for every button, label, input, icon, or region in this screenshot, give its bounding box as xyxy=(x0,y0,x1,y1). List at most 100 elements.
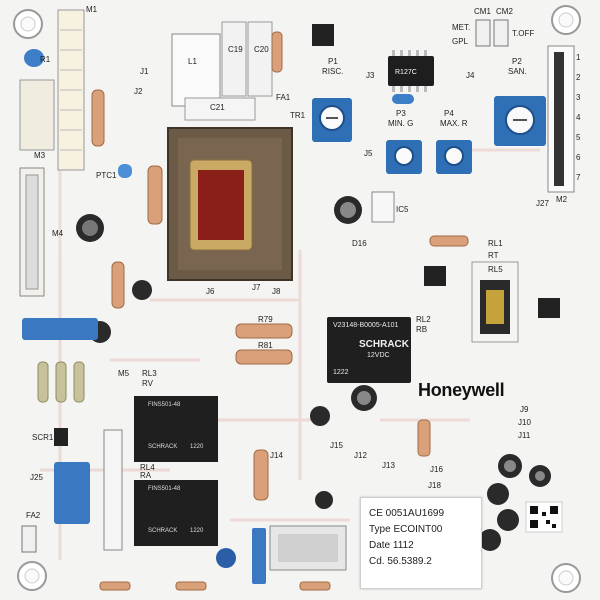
scr1-component xyxy=(54,428,68,446)
silk-j6: J6 xyxy=(206,287,215,296)
silk-j27: J27 xyxy=(536,199,549,208)
silk-j8: J8 xyxy=(272,287,281,296)
silk-rl5: RL5 xyxy=(488,265,503,274)
silk-c20: C20 xyxy=(254,45,269,54)
silk-pin-3: 3 xyxy=(576,93,581,102)
silk-j12: J12 xyxy=(354,451,367,460)
silk-risc: RISC. xyxy=(322,67,344,76)
silk-rl1: RL1 xyxy=(488,239,503,248)
silk-r1: R1 xyxy=(40,55,51,64)
chip-label: R127C xyxy=(395,69,417,76)
silk-rt: RT xyxy=(488,251,499,260)
silk-j16: J16 xyxy=(430,465,443,474)
trimmer-p3 xyxy=(386,140,422,174)
silk-j4: J4 xyxy=(466,71,475,80)
relay-rl3-brand: SCHRACK xyxy=(148,444,178,450)
silk-ming: MIN. G xyxy=(388,119,414,128)
silk-c19: C19 xyxy=(228,45,243,54)
sticker-type: Type ECOINT00 xyxy=(369,524,443,535)
silk-j15: J15 xyxy=(330,441,343,450)
silk-m1: M1 xyxy=(86,5,98,14)
silk-j18: J18 xyxy=(428,481,441,490)
silk-pin-7: 7 xyxy=(576,173,581,182)
silk-j5: J5 xyxy=(364,149,373,158)
silk-c21: C21 xyxy=(210,103,225,112)
relay-rl3 xyxy=(134,396,218,462)
silk-r79: R79 xyxy=(258,315,273,324)
product-label-sticker: CE 0051AU1699 Type ECOINT00 Date 1112 Cd… xyxy=(360,497,482,589)
silk-pin-6: 6 xyxy=(576,153,581,162)
silk-m5: M5 xyxy=(118,369,130,378)
silk-j9: J9 xyxy=(520,405,529,414)
resistors xyxy=(37,31,469,501)
inductor-l1 xyxy=(171,33,221,107)
silk-j2: J2 xyxy=(134,87,143,96)
silk-fa2: FA2 xyxy=(26,511,41,520)
silk-j25: J25 xyxy=(30,473,43,482)
capacitor-blue-film-left xyxy=(22,318,98,340)
trimmer-p1 xyxy=(312,98,352,142)
silk-j14: J14 xyxy=(270,451,283,460)
ic-smd-2 xyxy=(538,298,560,318)
silk-pin-2: 2 xyxy=(576,73,581,82)
mounting-holes xyxy=(13,5,581,593)
relay-rl3-part: FINS501-48 xyxy=(148,402,181,408)
sticker-ce-number: CE 0051AU1699 xyxy=(369,508,445,519)
jumper-cm1 xyxy=(475,19,491,47)
silk-p2: P2 xyxy=(512,57,522,66)
silk-p3: P3 xyxy=(396,109,406,118)
trimmer-p4 xyxy=(436,140,472,174)
silk-m2: M2 xyxy=(556,195,568,204)
relay-part-number: V23148-B0005-A101 xyxy=(333,322,399,329)
silk-toff: T.OFF xyxy=(512,29,535,38)
silk-rv: RV xyxy=(142,379,153,388)
silk-p1: P1 xyxy=(328,57,338,66)
trimmer-p2 xyxy=(494,96,546,146)
silk-j7: J7 xyxy=(252,283,261,292)
silk-rl4: RL4 xyxy=(140,463,155,472)
capacitor-blue-top-left xyxy=(24,49,44,67)
relay-rl4-brand: SCHRACK xyxy=(148,528,178,534)
silk-fa1: FA1 xyxy=(276,93,291,102)
silk-j1: J1 xyxy=(140,67,149,76)
silk-j11: J11 xyxy=(518,431,531,440)
silk-tr1: TR1 xyxy=(290,111,306,120)
silk-pin-4: 4 xyxy=(576,113,581,122)
silk-pin-1: 1 xyxy=(576,53,581,62)
silk-gpl: GPL xyxy=(452,37,469,46)
capacitor-c21 xyxy=(184,97,256,121)
silk-rb: RB xyxy=(416,325,428,334)
capacitor-blue-small xyxy=(392,94,414,104)
chip-r127c xyxy=(388,56,434,86)
brand-logo: Honeywell xyxy=(418,380,505,400)
relay-brand: SCHRACK xyxy=(359,339,409,350)
sticker-code: Cd. 56.5389.2 xyxy=(369,556,432,567)
silk-met: MET. xyxy=(452,23,471,32)
ic-smd-1 xyxy=(424,266,446,286)
silk-san: SAN. xyxy=(508,67,527,76)
capacitor-blue-film-small xyxy=(252,528,266,584)
silk-rl2: RL2 xyxy=(416,315,431,324)
relay-rl3-code: 1220 xyxy=(190,444,204,450)
ic-small-top xyxy=(312,24,334,46)
silk-ra: RA xyxy=(140,471,152,480)
ptc1-component xyxy=(118,164,132,178)
relay-rl4-code: 1220 xyxy=(190,528,204,534)
silk-l1: L1 xyxy=(188,57,197,66)
relay-rl4 xyxy=(134,480,218,546)
silk-j13: J13 xyxy=(382,461,395,470)
connector-white-vertical xyxy=(103,429,123,551)
silk-rl3: RL3 xyxy=(142,369,157,378)
relay-rl4-part: FINS501-48 xyxy=(148,486,181,492)
capacitor-c20 xyxy=(247,21,273,97)
silk-ptc1: PTC1 xyxy=(96,171,117,180)
silk-j10: J10 xyxy=(518,418,531,427)
relay-voltage: 12VDC xyxy=(367,352,390,359)
sticker-date: Date 1112 xyxy=(369,540,414,551)
silk-j3: J3 xyxy=(366,71,375,80)
silk-d16: D16 xyxy=(352,239,367,248)
connector-ic5 xyxy=(371,191,395,223)
qr-code xyxy=(525,501,563,533)
relay-code: 1222 xyxy=(333,369,349,376)
capacitor-c19 xyxy=(221,21,247,97)
